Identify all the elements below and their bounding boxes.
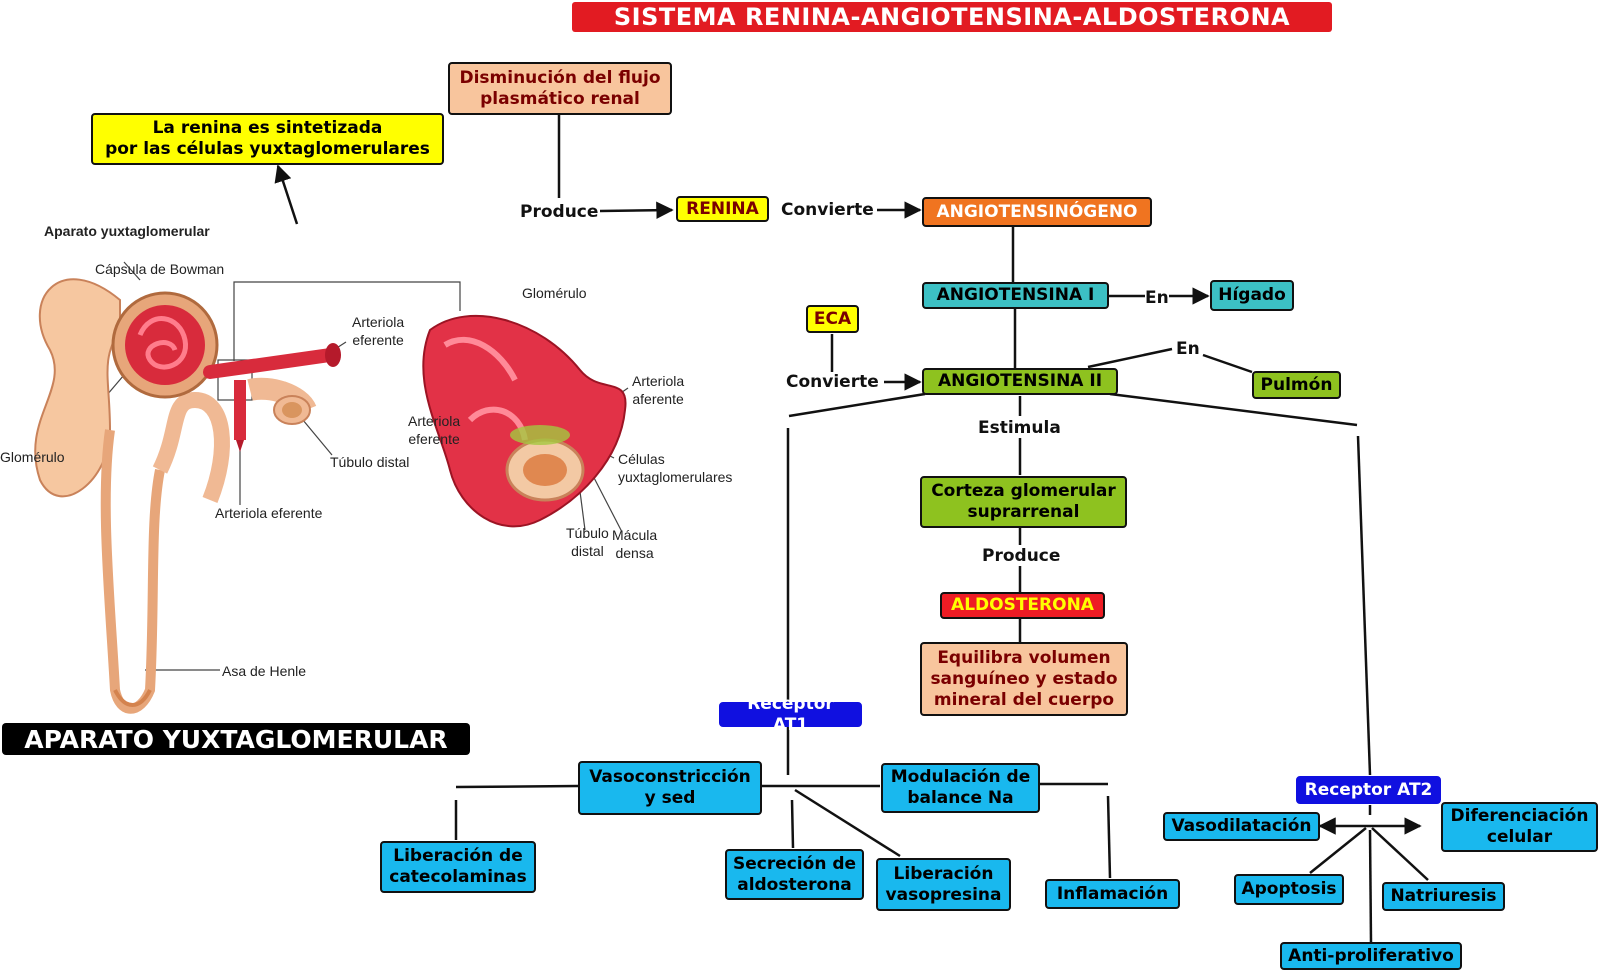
node-angiotensina-2: ANGIOTENSINA II [922, 368, 1118, 395]
edge-label-convierte-1: Convierte [781, 200, 874, 220]
node-eca: ECA [806, 305, 859, 333]
node-secrecion-aldosterona: Secreción de aldosterona [725, 849, 864, 900]
label-capsula-bowman: Cápsula de Bowman [95, 261, 225, 277]
glomerulus-zoom-illustration [422, 315, 627, 528]
label-glomerulo-right: Glomérulo [522, 285, 587, 301]
edge-label-estimula: Estimula [978, 418, 1061, 438]
illustration-heading: Aparato yuxtaglomerular [44, 223, 210, 239]
label-arteriola-aferente: Arteriola aferente [632, 373, 685, 407]
label-arteriola-eferente-right: Arteriola eferente [408, 413, 461, 447]
label-macula-densa: Mácula densa [612, 527, 658, 561]
node-disminucion-flujo: Disminución del flujo plasmático renal [448, 62, 672, 115]
label-arteriola-eferente-bottom: Arteriola eferente [215, 505, 323, 521]
node-receptor-at2: Receptor AT2 [1296, 776, 1441, 804]
diagram-title: SISTEMA RENINA-ANGIOTENSINA-ALDOSTERONA [572, 2, 1332, 32]
nephron-illustration [34, 278, 341, 714]
label-tubulo-distal-left: Túbulo distal [330, 454, 410, 470]
node-inflamacion: Inflamación [1045, 879, 1180, 909]
node-anti-proliferativo: Anti-proliferativo [1280, 942, 1462, 970]
label-arteriola-eferente-top: Arteriola eferente [352, 314, 405, 348]
edge-label-produce-1: Produce [520, 202, 599, 222]
node-apoptosis: Apoptosis [1234, 874, 1344, 905]
edge-label-en-2: En [1176, 339, 1200, 359]
edge-label-convierte-2: Convierte [786, 372, 879, 392]
node-natriuresis: Natriuresis [1382, 882, 1505, 911]
edge-label-produce-2: Produce [982, 546, 1061, 566]
node-liberacion-catecolaminas: Liberación de catecolaminas [380, 841, 536, 893]
label-glomerulo-left: Glomérulo [0, 449, 65, 465]
node-renina-sintetizada: La renina es sintetizada por las células… [91, 113, 444, 165]
label-asa-henle: Asa de Henle [222, 663, 307, 679]
section-title-aparato: APARATO YUXTAGLOMERULAR [2, 723, 470, 755]
node-pulmon: Pulmón [1252, 371, 1341, 399]
node-vasodilatacion: Vasodilatación [1163, 812, 1320, 841]
node-aldosterona: ALDOSTERONA [940, 592, 1105, 619]
edge-label-en-1: En [1145, 288, 1169, 308]
node-receptor-at1: Receptor AT1 [719, 694, 862, 735]
node-corteza-glomerular: Corteza glomerular suprarrenal [920, 476, 1127, 528]
node-higado: Hígado [1210, 280, 1294, 311]
node-equilibra-volumen: Equilibra volumen sanguíneo y estado min… [920, 642, 1128, 716]
node-angiotensina-1: ANGIOTENSINA I [922, 282, 1109, 309]
label-tubulo-distal-right: Túbulo distal [566, 525, 609, 559]
node-angiotensinogeno: ANGIOTENSINÓGENO [922, 197, 1152, 227]
node-renina: RENINA [676, 196, 769, 222]
node-diferenciacion-celular: Diferenciación celular [1441, 802, 1598, 852]
label-celulas-yuxtaglomerulares: Células yuxtaglomerulares [618, 451, 733, 485]
node-modulacion-na: Modulación de balance Na [881, 763, 1040, 813]
node-vasoconstriccion: Vasoconstricción y sed [578, 761, 762, 815]
node-liberacion-vasopresina: Liberación vasopresina [876, 858, 1011, 911]
